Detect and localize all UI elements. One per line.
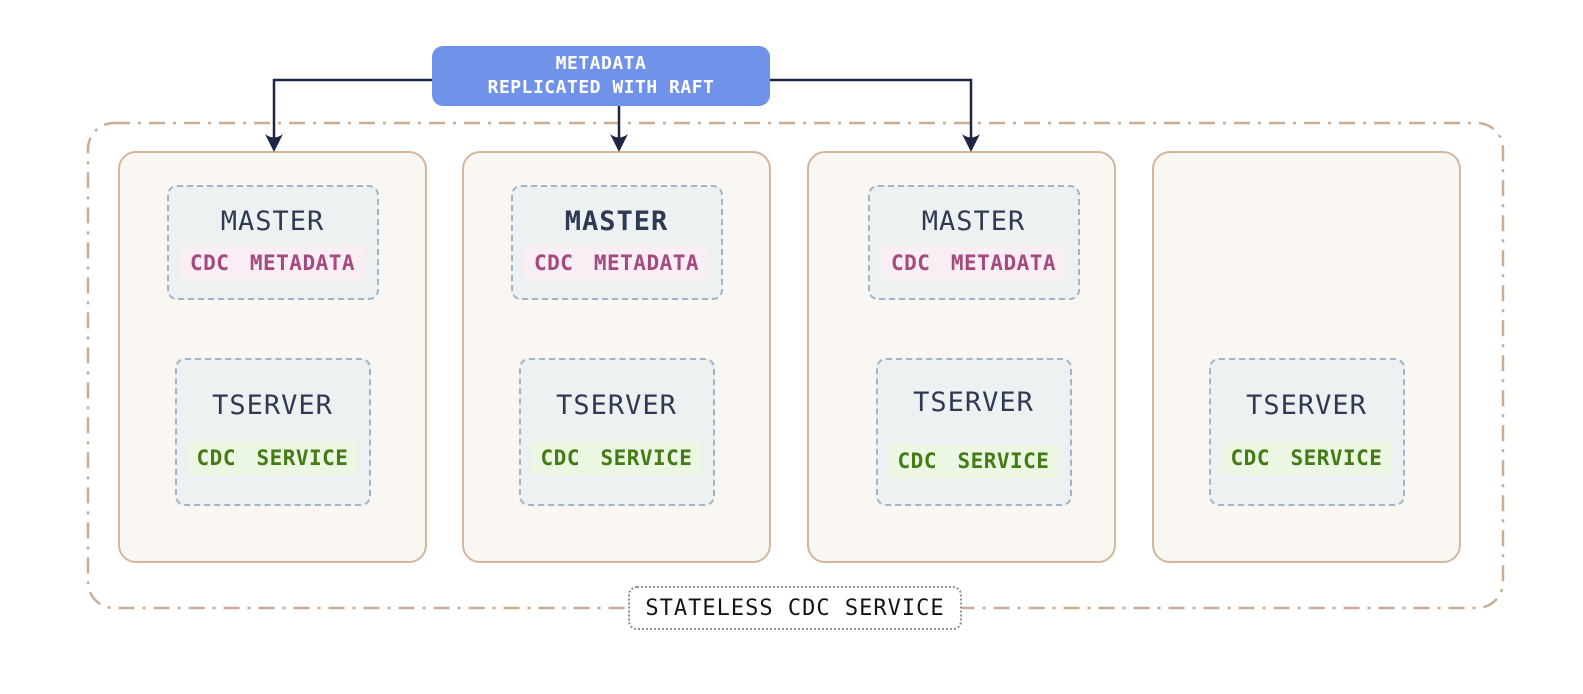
cdc-metadata-badge: CDC METADATA	[523, 245, 710, 280]
arrow-down-icon	[265, 134, 283, 152]
tserver-component: TSERVER CDC SERVICE	[875, 358, 1072, 506]
master-component: MASTER CDC METADATA	[510, 185, 723, 300]
tserver-label: TSERVER	[1246, 389, 1367, 421]
tserver-label: TSERVER	[913, 386, 1034, 418]
cdc-metadata-badge: CDC METADATA	[880, 245, 1067, 280]
master-label: MASTER	[220, 205, 325, 237]
raft-link-left	[272, 78, 432, 140]
raft-metadata-line2: REPLICATED WITH RAFT	[487, 77, 715, 98]
raft-link-right	[770, 78, 973, 140]
arrowheads	[265, 134, 980, 152]
cdc-service-badge: CDC SERVICE	[887, 443, 1060, 478]
cdc-service-badge: CDC SERVICE	[530, 440, 703, 475]
tserver-component: TSERVER CDC SERVICE	[174, 358, 371, 506]
db-node-3: MASTER CDC METADATA TSERVER CDC SERVICE	[807, 151, 1116, 563]
master-label: MASTER	[921, 205, 1026, 237]
arrow-down-icon	[610, 134, 628, 152]
db-node-4: TSERVER CDC SERVICE	[1152, 151, 1461, 563]
tserver-component: TSERVER CDC SERVICE	[1208, 358, 1405, 506]
cdc-service-badge: CDC SERVICE	[1220, 440, 1393, 475]
cdc-service-badge: CDC SERVICE	[186, 440, 359, 475]
master-label: MASTER	[564, 205, 669, 237]
stateless-cdc-service-label: STATELESS CDC SERVICE	[628, 586, 962, 630]
tserver-component: TSERVER CDC SERVICE	[518, 358, 715, 506]
tserver-label: TSERVER	[212, 389, 333, 421]
db-node-1: MASTER CDC METADATA TSERVER CDC SERVICE	[118, 151, 427, 563]
master-component: MASTER CDC METADATA	[867, 185, 1080, 300]
raft-metadata-line1: METADATA	[555, 53, 647, 74]
cluster-boundary	[86, 121, 1505, 610]
raft-connectors	[272, 78, 973, 140]
tserver-label: TSERVER	[556, 389, 677, 421]
raft-metadata-box: METADATA REPLICATED WITH RAFT	[432, 46, 770, 106]
arrow-down-icon	[962, 134, 980, 152]
db-node-2: MASTER CDC METADATA TSERVER CDC SERVICE	[462, 151, 771, 563]
master-component: MASTER CDC METADATA	[166, 185, 379, 300]
cdc-metadata-badge: CDC METADATA	[179, 245, 366, 280]
